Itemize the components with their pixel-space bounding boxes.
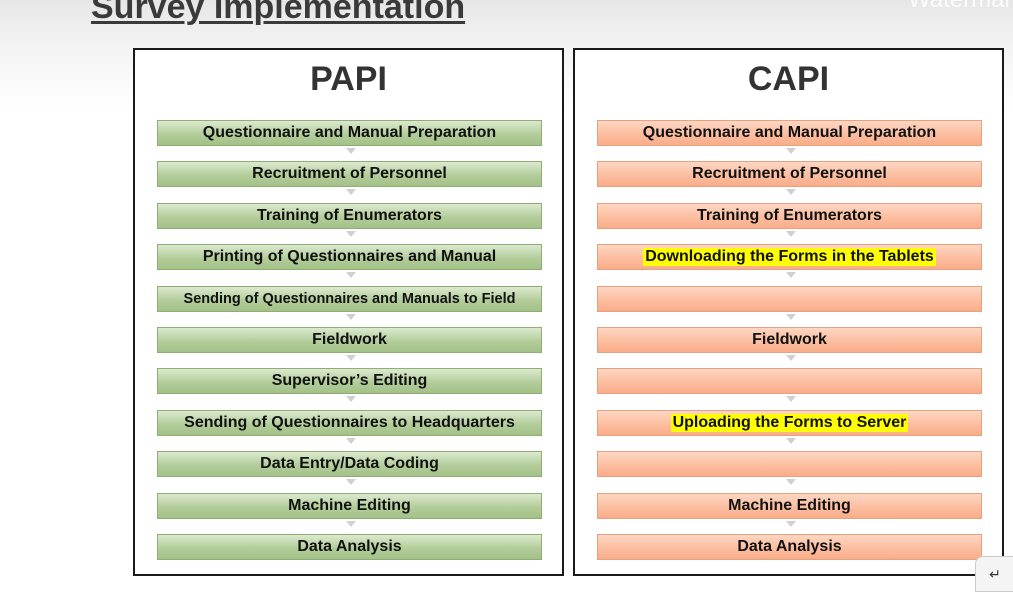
papi-step: Fieldwork <box>157 327 542 353</box>
capi-step: Downloading the Forms in the Tablets <box>597 244 982 271</box>
papi-step: Data Analysis <box>157 534 542 560</box>
papi-step-label: Sending of Questionnaires and Manuals to… <box>183 290 516 307</box>
down-arrow-icon <box>786 189 796 196</box>
down-arrow-icon <box>346 520 356 527</box>
papi-step-label: Training of Enumerators <box>257 206 442 224</box>
down-arrow-icon <box>786 437 796 444</box>
down-arrow-icon <box>786 313 796 320</box>
down-arrow-icon <box>786 520 796 527</box>
down-arrow-icon <box>346 189 356 196</box>
papi-step: Data Entry/Data Coding <box>157 451 542 478</box>
papi-step-label: Supervisor’s Editing <box>271 372 428 390</box>
capi-step <box>597 451 982 478</box>
papi-panel: PAPI Questionnaire and Manual Preparatio… <box>133 48 564 576</box>
capi-step: Questionnaire and Manual Preparation <box>597 120 982 146</box>
slide-title: Survey Implementation <box>91 0 466 26</box>
papi-step-label: Machine Editing <box>288 496 411 514</box>
down-arrow-icon <box>786 355 796 361</box>
papi-step-label: Recruitment of Personnel <box>252 165 447 183</box>
capi-step: Machine Editing <box>597 492 982 519</box>
papi-step-label: Data Entry/Data Coding <box>260 455 439 473</box>
capi-step: Training of Enumerators <box>597 202 982 229</box>
down-arrow-icon <box>786 230 796 237</box>
capi-step-label: Machine Editing <box>728 496 851 514</box>
down-arrow-icon <box>346 437 356 444</box>
papi-step: Printing of Questionnaires and Manual <box>157 244 542 271</box>
capi-step: Recruitment of Personnel <box>597 161 982 188</box>
papi-step: Recruitment of Personnel <box>157 161 542 188</box>
down-arrow-icon <box>346 355 356 361</box>
down-arrow-icon <box>346 230 356 237</box>
capi-step: Data Analysis <box>597 534 982 560</box>
papi-step-label: Fieldwork <box>312 331 387 348</box>
papi-step: Sending of Questionnaires and Manuals to… <box>157 285 542 312</box>
down-arrow-icon <box>346 148 356 154</box>
down-arrow-icon <box>346 272 356 279</box>
capi-step <box>597 285 982 312</box>
capi-step-label: Uploading the Forms to Server <box>670 413 909 432</box>
papi-step-label: Data Analysis <box>297 538 402 555</box>
capi-step-label: Recruitment of Personnel <box>692 165 887 183</box>
papi-step-label: Sending of Questionnaires to Headquarter… <box>184 413 515 431</box>
papi-step: Supervisor’s Editing <box>157 368 542 395</box>
down-arrow-icon <box>786 148 796 154</box>
down-arrow-icon <box>346 313 356 320</box>
capi-step-label: Questionnaire and Manual Preparation <box>642 124 937 141</box>
down-arrow-icon <box>786 396 796 403</box>
papi-step: Training of Enumerators <box>157 202 542 229</box>
capi-panel: CAPI Questionnaire and Manual Preparatio… <box>573 48 1004 576</box>
watermark: Watermark <box>908 0 1013 14</box>
down-arrow-icon <box>346 479 356 486</box>
papi-step-label: Questionnaire and Manual Preparation <box>202 124 497 141</box>
capi-step: Uploading the Forms to Server <box>597 409 982 436</box>
papi-step: Sending of Questionnaires to Headquarter… <box>157 409 542 436</box>
down-arrow-icon <box>786 272 796 279</box>
capi-step-label: Training of Enumerators <box>697 206 882 224</box>
papi-step: Questionnaire and Manual Preparation <box>157 120 542 146</box>
capi-step: Fieldwork <box>597 327 982 353</box>
capi-title: CAPI <box>747 60 830 98</box>
down-arrow-icon <box>786 479 796 486</box>
capi-step-label: Data Analysis <box>737 538 842 555</box>
papi-title: PAPI <box>310 60 387 98</box>
papi-step: Machine Editing <box>157 492 542 519</box>
down-arrow-icon <box>346 396 356 403</box>
slide-nav-icon[interactable]: ↵ <box>975 556 1013 592</box>
capi-step <box>597 368 982 395</box>
capi-step-label: Fieldwork <box>752 331 827 348</box>
papi-step-label: Printing of Questionnaires and Manual <box>202 248 497 266</box>
capi-step-label: Downloading the Forms in the Tablets <box>643 248 936 267</box>
